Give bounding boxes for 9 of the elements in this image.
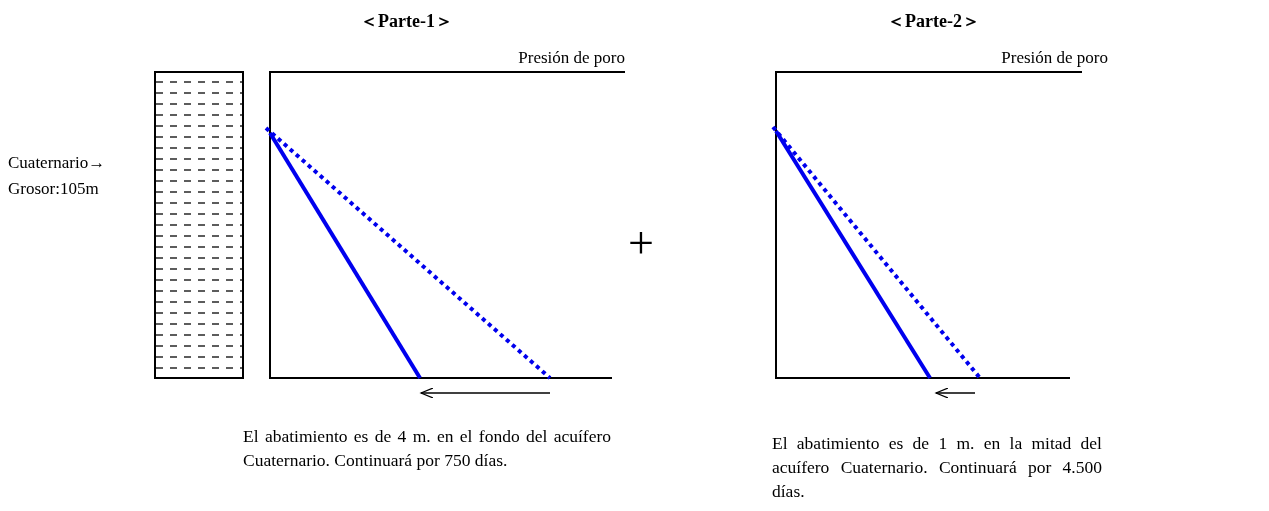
description-text: El abatimiento es de 1 m. en la mitad del acuífero Cuaternario. Continuará por 4.500 días. bbox=[772, 432, 1102, 503]
thickness-label: Grosor:105m bbox=[8, 178, 99, 200]
part-heading: ＜Parte-1＞ bbox=[360, 10, 453, 32]
plus-sign: + bbox=[628, 220, 654, 266]
axis-title: Presión de poro bbox=[518, 47, 625, 69]
description-text: El abatimiento es de 4 m. en el fondo del acuífero Cuaternario. Continuará por 750 días. bbox=[243, 425, 611, 472]
part-heading: ＜Parte-2＞ bbox=[887, 10, 980, 32]
axis-title: Presión de poro bbox=[1001, 47, 1108, 69]
layer-label: Cuaternario→ bbox=[8, 152, 106, 174]
